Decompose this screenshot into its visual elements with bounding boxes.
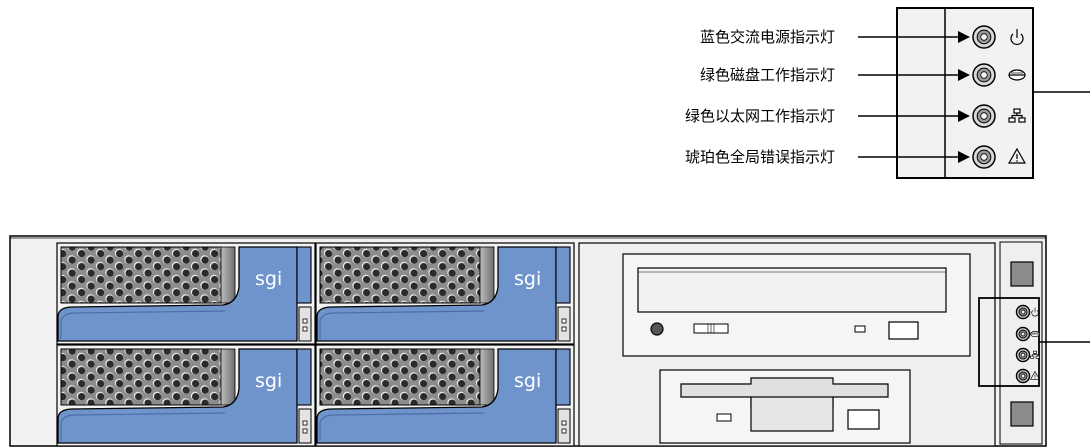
callout-row: 绿色以太网工作指示灯 <box>685 104 1026 128</box>
callout-row: 绿色磁盘工作指示灯 <box>700 63 1026 87</box>
drive-release-latch[interactable] <box>557 306 571 342</box>
warning-icon <box>1007 147 1027 164</box>
drive-bay-handle[interactable] <box>316 348 557 444</box>
status-led <box>972 104 996 128</box>
floppy-eject-button[interactable] <box>847 409 880 430</box>
status-led <box>972 145 996 169</box>
arrow-head-icon <box>958 110 970 122</box>
drive-release-latch[interactable] <box>298 408 312 444</box>
reset-button[interactable] <box>1010 401 1034 427</box>
power-icon <box>1010 29 1024 45</box>
drive-release-latch[interactable] <box>298 306 312 342</box>
optical-drive-bay <box>578 242 996 447</box>
sgi-logo: sgi <box>255 268 282 290</box>
power-icon <box>1031 307 1039 317</box>
drive-bay-handle[interactable] <box>316 246 557 342</box>
drive-bay-handle[interactable] <box>57 348 298 444</box>
warning-icon <box>1030 370 1040 380</box>
drive-bay[interactable]: sgi <box>56 242 316 345</box>
status-led-small <box>1015 326 1040 342</box>
control-strip <box>978 241 1090 445</box>
disk-icon <box>1008 69 1026 81</box>
callout-label: 绿色以太网工作指示灯 <box>685 107 835 125</box>
optical-drive-volume-slider[interactable] <box>693 323 729 334</box>
sgi-logo: sgi <box>514 370 541 392</box>
arrow-head-icon <box>958 151 970 163</box>
callout-label: 绿色磁盘工作指示灯 <box>700 66 835 84</box>
vent-grille <box>319 348 481 406</box>
vent-grille <box>60 348 222 406</box>
callout-label: 蓝色交流电源指示灯 <box>700 28 835 46</box>
status-led-small <box>1015 368 1040 384</box>
vent-grille <box>60 246 222 304</box>
drive-release-latch[interactable] <box>557 408 571 444</box>
callout-row: 蓝色交流电源指示灯 <box>700 25 1024 49</box>
arrow-head-icon <box>958 69 970 81</box>
status-led-small <box>1015 347 1040 363</box>
callout-label: 琥珀色全局错误指示灯 <box>685 148 835 166</box>
floppy-activity-led <box>716 413 732 422</box>
power-button[interactable] <box>1010 261 1034 287</box>
drive-bay-handle[interactable] <box>57 246 298 342</box>
drive-bay[interactable]: sgi <box>315 344 575 447</box>
floppy-drive-bay <box>659 369 911 444</box>
callout-row: 琥珀色全局错误指示灯 <box>685 145 1027 169</box>
arrow-head-icon <box>958 31 970 43</box>
drive-bay[interactable]: sgi <box>315 242 575 345</box>
sgi-logo: sgi <box>255 370 282 392</box>
vent-grille <box>319 246 481 304</box>
optical-drive-headphone-jack <box>650 322 664 336</box>
status-led <box>972 63 996 87</box>
network-icon <box>1008 108 1026 123</box>
optical-drive-activity-led <box>854 325 866 333</box>
network-icon <box>1030 350 1040 359</box>
optical-drive-eject-button[interactable] <box>888 321 919 340</box>
drive-bay[interactable]: sgi <box>56 344 316 447</box>
sgi-logo: sgi <box>514 268 541 290</box>
status-led <box>972 25 996 49</box>
status-led-small <box>1015 304 1039 320</box>
disk-icon <box>1030 330 1040 338</box>
